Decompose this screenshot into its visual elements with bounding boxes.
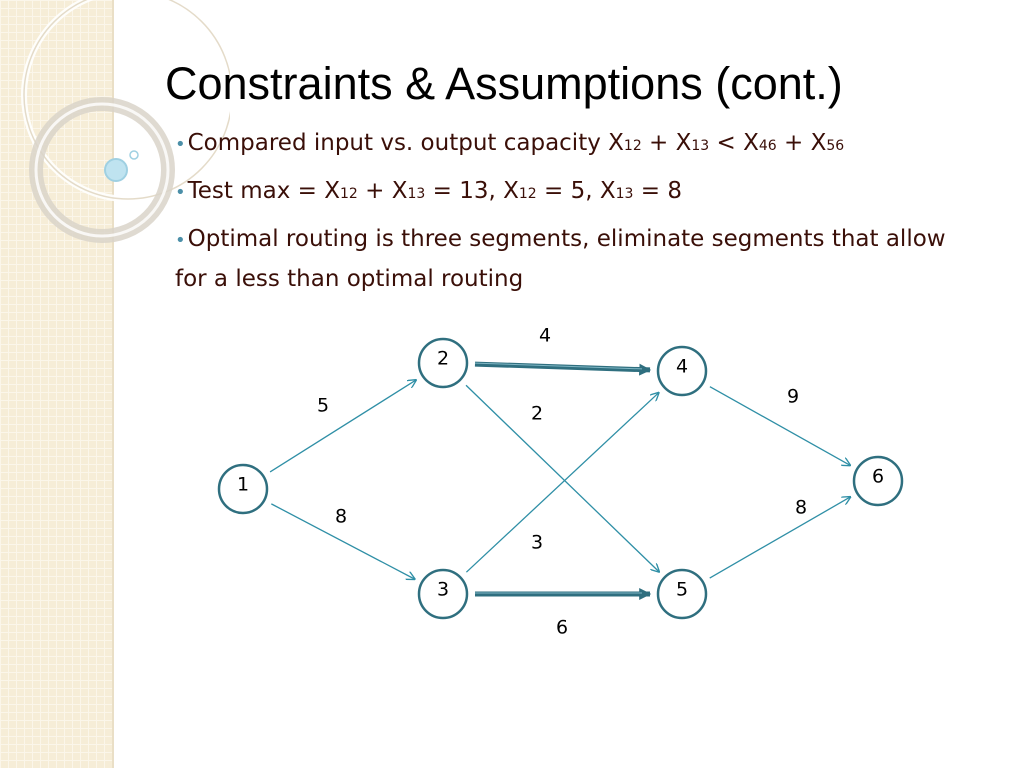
edge-1-2-capacity-label: 5 xyxy=(317,395,329,417)
bullet-text: + X xyxy=(641,130,692,156)
edge-5-6-arrow xyxy=(709,497,851,579)
bullet-marker: • xyxy=(175,182,186,203)
edge-2-4-highlight xyxy=(474,362,643,370)
subscript-text: 12 xyxy=(518,186,537,202)
node-1-circle xyxy=(217,463,269,515)
node-2-label: 2 xyxy=(437,348,449,370)
edge-1-3-capacity-label: 8 xyxy=(335,506,347,528)
edge-2-5-arrow xyxy=(465,384,659,572)
subscript-text: 12 xyxy=(623,138,642,154)
edge-4-6-capacity-label: 9 xyxy=(787,386,799,408)
deco-bubble-small xyxy=(129,150,139,160)
bullet-text: + X xyxy=(776,130,827,156)
edge-5-6-capacity-label: 8 xyxy=(795,497,807,519)
bullet-text: = 5, X xyxy=(536,178,616,204)
subscript-text: 13 xyxy=(691,138,710,154)
deco-ring-inner-highlight xyxy=(34,102,170,238)
edge-4-6-arrow xyxy=(709,386,850,466)
bullet-text: + X xyxy=(357,178,408,204)
bullet-text: = 8 xyxy=(633,178,682,204)
bullet-item: •Compared input vs. output capacity X12 … xyxy=(175,124,965,165)
bullet-item: •Optimal routing is three segments, elim… xyxy=(175,220,965,298)
node-6-label: 6 xyxy=(872,466,884,488)
edge-3-4-arrow xyxy=(465,393,658,573)
bullet-text: Optimal routing is three segments, elimi… xyxy=(175,226,946,292)
node-4-label: 4 xyxy=(676,356,688,378)
node-4: 4 xyxy=(656,345,708,397)
bullet-text: < X xyxy=(709,130,759,156)
edge-3-5-capacity-label: 6 xyxy=(556,617,568,639)
node-6: 6 xyxy=(852,455,904,507)
bullet-marker: • xyxy=(175,134,186,155)
bullet-text: Test max = X xyxy=(187,178,340,204)
bullet-text: Compared input vs. output capacity X xyxy=(187,130,624,156)
node-4-circle xyxy=(656,345,708,397)
node-1-label: 1 xyxy=(237,474,249,496)
bullet-list: •Compared input vs. output capacity X12 … xyxy=(175,124,965,305)
bullet-marker: • xyxy=(175,230,186,251)
decorative-rings xyxy=(21,0,230,243)
subscript-text: 13 xyxy=(407,186,426,202)
node-3-circle xyxy=(417,568,469,620)
node-2-circle xyxy=(417,337,469,389)
node-3: 3 xyxy=(417,568,469,620)
bullet-text: = 13, X xyxy=(425,178,519,204)
subscript-text: 13 xyxy=(615,186,634,202)
subscript-text: 12 xyxy=(340,186,358,202)
edge-3-4-capacity-label: 3 xyxy=(531,532,543,554)
bullet-item: •Test max = X12 + X13 = 13, X12 = 5, X13… xyxy=(175,172,965,213)
node-3-label: 3 xyxy=(437,579,449,601)
node-5-label: 5 xyxy=(676,579,688,601)
edge-2-4-capacity-label: 4 xyxy=(539,325,551,347)
node-5-circle xyxy=(656,568,708,620)
edge-2-5-capacity-label: 2 xyxy=(531,403,543,425)
node-1: 1 xyxy=(217,463,269,515)
subscript-text: 46 xyxy=(758,138,777,154)
subscript-text: 56 xyxy=(826,138,845,154)
edge-1-3-arrow xyxy=(271,503,414,579)
slide-title: Constraints & Assumptions (cont.) xyxy=(165,58,843,109)
node-6-circle xyxy=(852,455,904,507)
node-2: 2 xyxy=(417,337,469,389)
node-5: 5 xyxy=(656,568,708,620)
edge-1-2-arrow xyxy=(269,380,416,473)
edge-2-4-arrow xyxy=(474,361,652,376)
deco-ring-outer-shade xyxy=(23,0,230,200)
deco-bubble-large xyxy=(104,158,128,182)
